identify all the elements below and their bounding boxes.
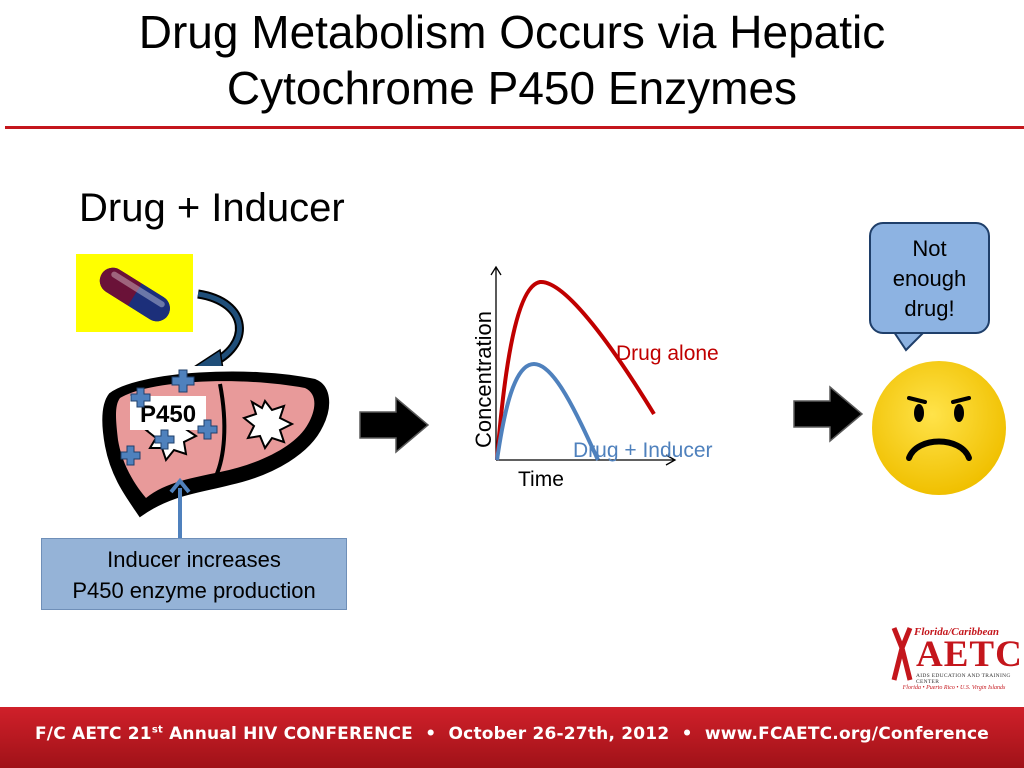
inducer-caption: Inducer increases P450 enzyme production	[41, 538, 347, 610]
speech-line-3: drug!	[904, 296, 955, 321]
series-label-drug-inducer: Drug + Inducer	[573, 439, 713, 462]
x-axis-label: Time	[518, 468, 564, 491]
logo-main-text: AETC	[916, 634, 1023, 675]
footer-part-2: Annual HIV CONFERENCE • October 26-27th,…	[162, 724, 990, 744]
footer-sup: st	[151, 724, 163, 736]
y-axis-arrowhead	[490, 265, 502, 276]
plus-icon	[130, 387, 151, 408]
title-line-1: Drug Metabolism Occurs via Hepatic	[138, 6, 886, 58]
series-label-drug-alone: Drug alone	[616, 342, 719, 365]
speech-line-2: enough	[892, 266, 967, 291]
logo-sub-text: AIDS EDUCATION AND TRAINING CENTER	[916, 673, 1011, 685]
aetc-logo: Florida/Caribbean AETC AIDS EDUCATION AN…	[888, 624, 1023, 700]
footer-part-1: F/C AETC 21	[34, 724, 152, 744]
x-axis-arrowhead	[665, 454, 677, 466]
series-line-drug-alone	[495, 279, 656, 461]
footer-text: F/C AETC 21st Annual HIV CONFERENCE • Oc…	[0, 724, 1024, 744]
subheading: Drug + Inducer	[79, 186, 345, 230]
liver-label: P450	[140, 401, 196, 428]
plus-icon	[171, 369, 195, 393]
logo-top-text: Florida/Caribbean	[914, 626, 999, 638]
speech-line-1: Not	[912, 236, 947, 261]
slide-title: Drug Metabolism Occurs via Hepatic Cytoc…	[0, 4, 1024, 116]
right-arrow-icon	[793, 385, 864, 443]
logo-foot-text: Florida • Puerto Rico • U.S. Virgin Isla…	[902, 685, 1006, 691]
ribbon-logo-icon	[891, 627, 913, 681]
caption-line-1: Inducer increases	[107, 547, 281, 572]
liver-illustration: P450	[100, 366, 334, 538]
speech-bubble: Not enough drug!	[869, 222, 990, 334]
plus-icon	[154, 429, 175, 450]
plus-icon	[197, 419, 218, 440]
caption-line-2: P450 enzyme production	[72, 578, 316, 603]
footer-bar	[0, 707, 1024, 768]
plus-icon	[120, 445, 141, 466]
capsule-image	[76, 254, 193, 332]
title-divider	[5, 126, 1024, 129]
series-line-drug-inducer	[495, 361, 600, 461]
sad-face-icon	[872, 361, 1006, 495]
y-axis-label: Concentration	[471, 311, 496, 448]
title-line-2: Cytochrome P450 Enzymes	[226, 62, 798, 114]
right-arrow-icon	[359, 396, 430, 454]
concentration-chart: Concentration Time Drug alone Drug + Ind…	[471, 265, 719, 491]
up-arrow-icon	[169, 478, 191, 540]
